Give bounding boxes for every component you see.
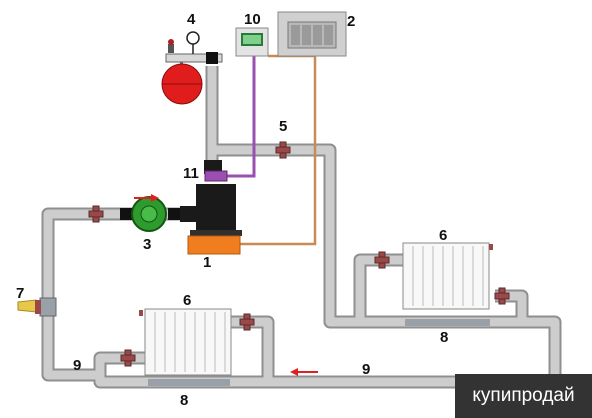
label-air-vent: 5	[279, 118, 287, 135]
label-controller: 2	[347, 13, 355, 30]
room-thermostat	[235, 27, 269, 57]
label-sensor: 11	[183, 165, 199, 182]
watermark-text: купипродай	[472, 385, 575, 406]
label-boiler: 1	[203, 254, 211, 271]
valves	[88, 141, 510, 367]
valve-icon	[374, 251, 390, 269]
label-thermostat: 10	[244, 11, 261, 28]
boiler-base	[187, 235, 241, 255]
label-radiator-left: 6	[183, 292, 191, 309]
bypass-pipe-right	[405, 319, 490, 326]
radiator-left	[139, 308, 232, 376]
valve-icon	[275, 141, 291, 159]
pipe-network	[41, 66, 562, 389]
radiator-right	[402, 242, 493, 310]
label-bypass-bottom: 8	[180, 392, 188, 409]
safety-valve-icon	[168, 44, 174, 53]
pressure-gauge-icon	[186, 31, 200, 45]
label-pipe-left: 9	[73, 357, 81, 374]
label-bypass-right: 8	[440, 329, 448, 346]
watermark-badge: купипродай	[455, 374, 592, 418]
circulation-pump	[120, 196, 198, 232]
valve-icon	[120, 349, 136, 367]
label-expansion-tank: 4	[187, 11, 196, 28]
boiler	[187, 160, 242, 255]
bypass-pipes	[148, 319, 490, 386]
bypass-pipe-bottom	[148, 379, 230, 386]
temperature-sensor	[204, 170, 228, 182]
label-pipe-bottom: 9	[362, 361, 370, 378]
valve-icon	[239, 313, 255, 331]
label-pump: 3	[143, 236, 151, 253]
label-drain-valve: 7	[16, 285, 24, 302]
expansion-tank	[161, 31, 223, 105]
valve-icon	[494, 287, 510, 305]
controller	[277, 11, 347, 57]
label-radiator-right: 6	[439, 227, 447, 244]
sensor-wire	[226, 56, 256, 178]
drain-valve	[17, 297, 57, 317]
tank-manifold	[165, 53, 223, 63]
boiler-body	[196, 184, 236, 230]
valve-icon	[88, 205, 104, 223]
tank-connector	[206, 52, 218, 64]
